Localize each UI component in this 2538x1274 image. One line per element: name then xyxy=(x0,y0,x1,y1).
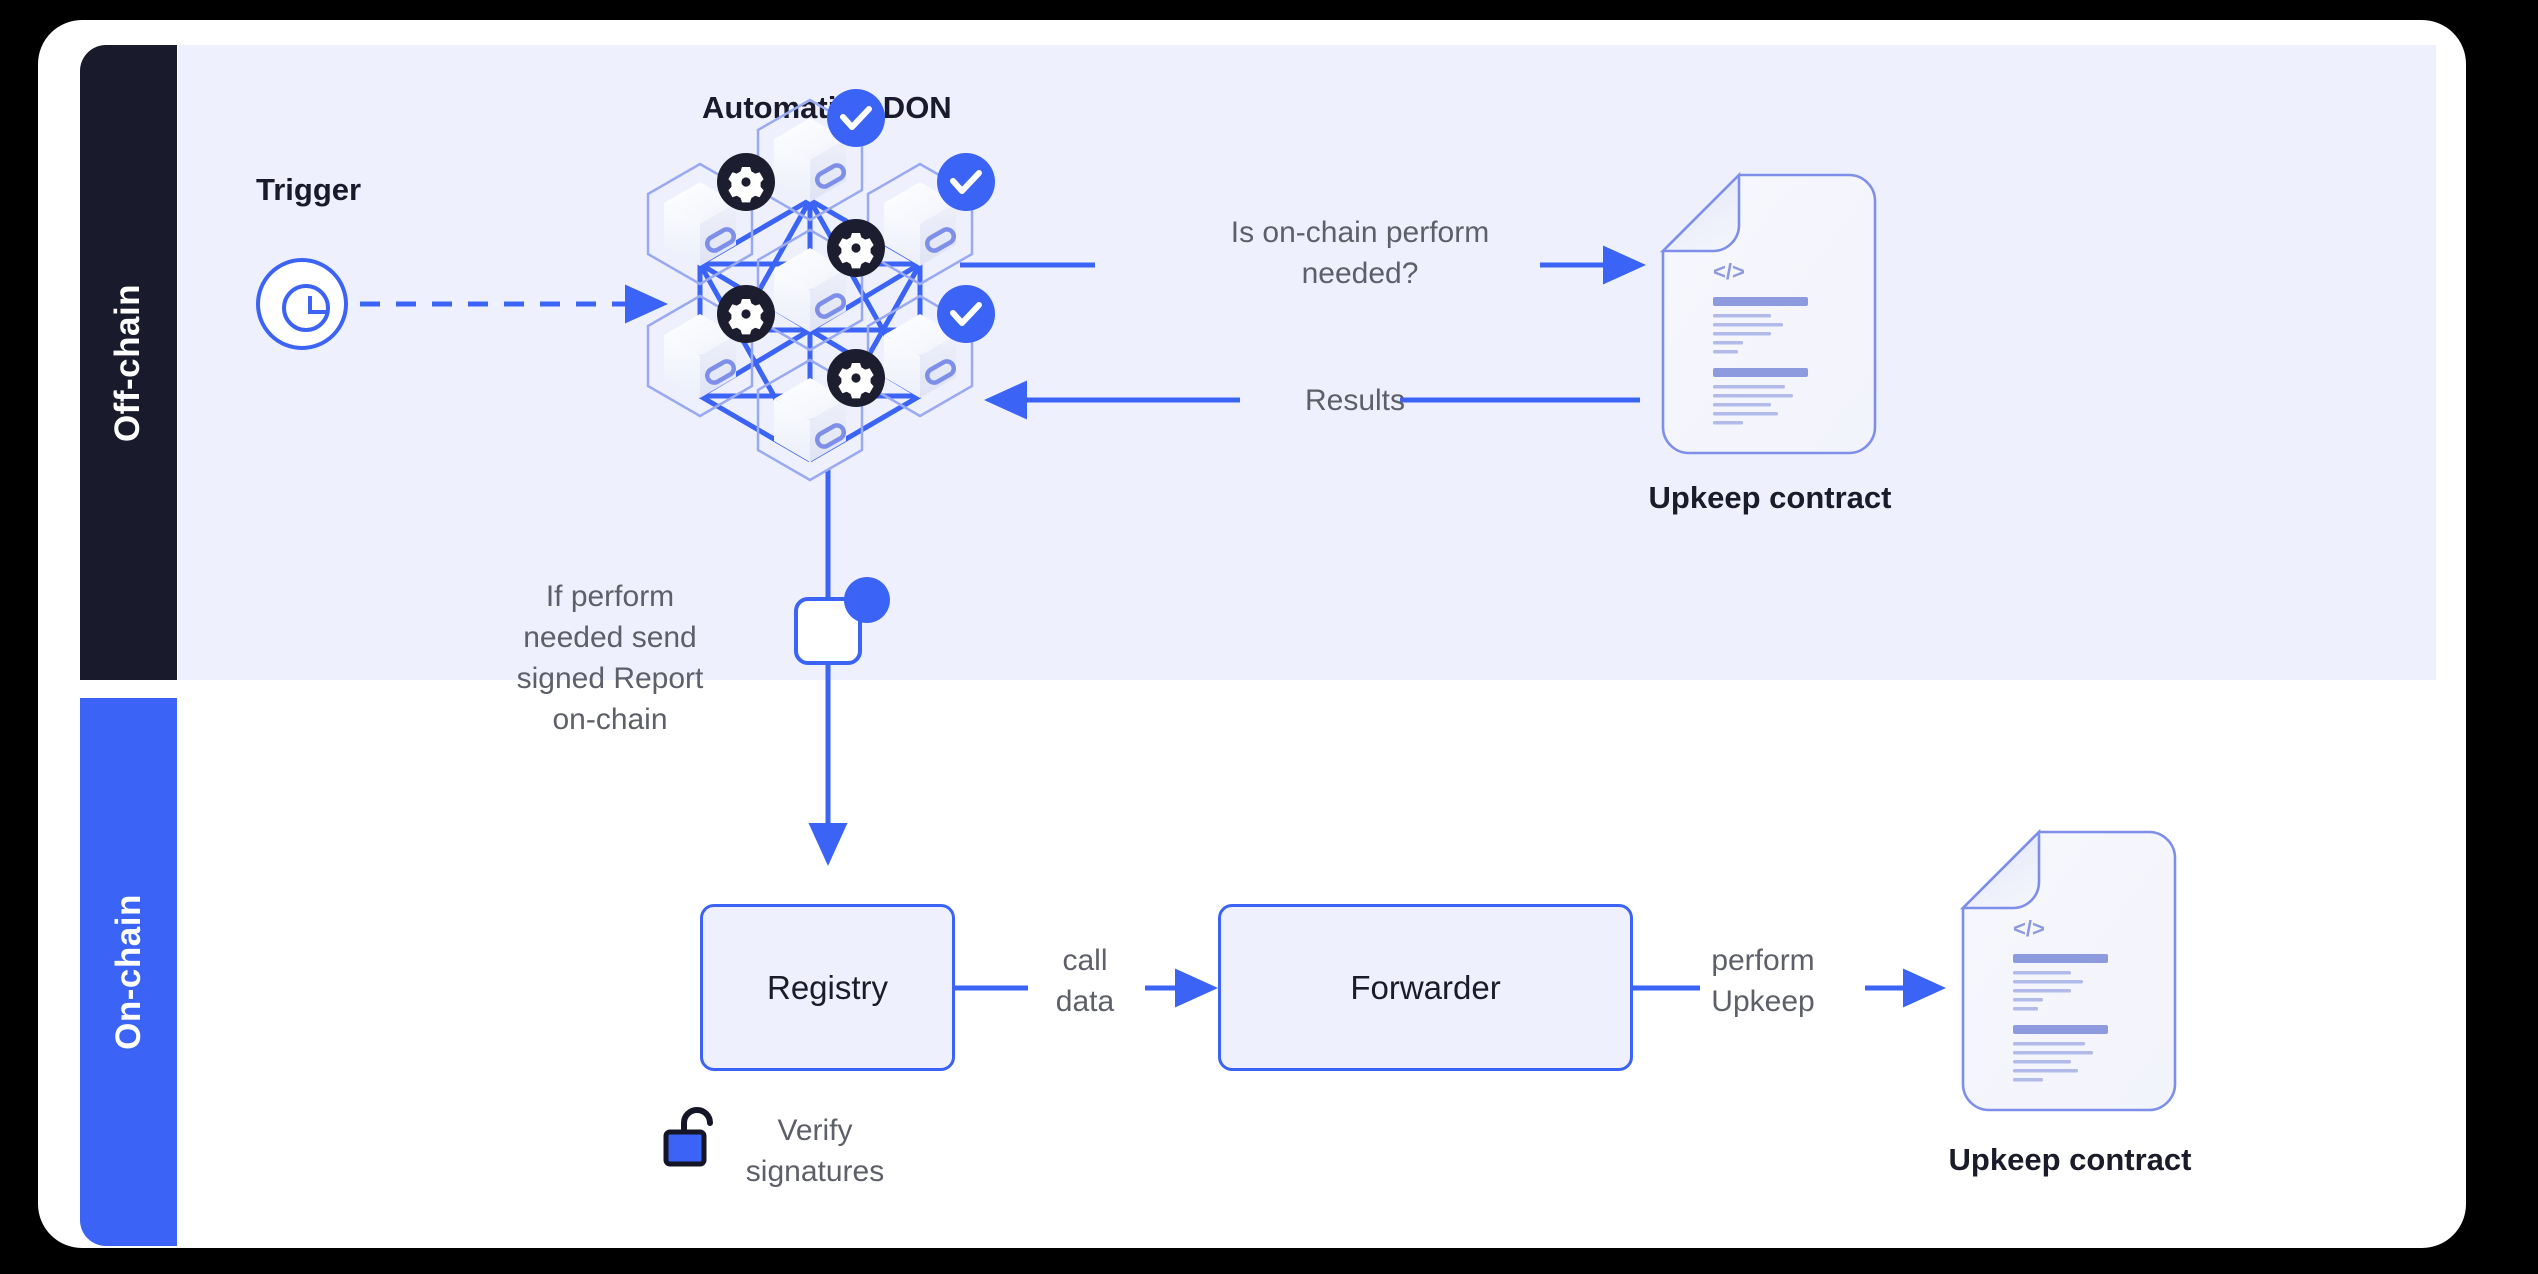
clock-hand-vertical xyxy=(308,296,312,314)
don-node-upper-left[interactable] xyxy=(646,153,775,286)
perform-upkeep-label: perform Upkeep xyxy=(1711,944,1815,1018)
registry-label: Registry xyxy=(766,968,889,1006)
check-badge-icon xyxy=(827,89,885,147)
question-label: Is on-chain perform needed? xyxy=(1230,216,1490,290)
don-title: Automation DON xyxy=(702,90,952,125)
code-glyph: </> xyxy=(2013,916,2045,941)
clock-hand-horizontal xyxy=(308,310,326,314)
signed-report-icon[interactable] xyxy=(794,577,890,665)
doc-text-lines xyxy=(2013,954,2108,1082)
don-node-lower-left[interactable] xyxy=(646,285,775,418)
lock-badge-icon xyxy=(844,577,890,623)
code-glyph: </> xyxy=(1713,259,1745,284)
don-node-lower-right[interactable] xyxy=(866,285,995,418)
upkeep-contract-caption-offchain: Upkeep contract xyxy=(1648,480,1892,515)
upkeep-contract-doc-onchain[interactable]: </> xyxy=(1959,828,2177,1112)
forwarder-label: Forwarder xyxy=(1350,968,1501,1006)
upkeep-contract-caption-onchain: Upkeep contract xyxy=(1948,1142,2192,1177)
trigger-title: Trigger xyxy=(256,172,362,207)
results-label: Results xyxy=(1304,384,1406,417)
offchain-region xyxy=(178,45,2436,680)
clock-face xyxy=(282,284,330,332)
verify-signatures-label: Verify signatures xyxy=(745,1114,885,1188)
don-node-bottom[interactable] xyxy=(756,349,885,482)
clock-icon xyxy=(256,258,348,350)
rail-offchain: Off-chain xyxy=(80,45,177,680)
check-badge-icon xyxy=(937,285,995,343)
upkeep-contract-doc-offchain[interactable]: </> xyxy=(1659,171,1877,455)
perform-note-label: If perform needed send signed Report on-… xyxy=(516,580,704,736)
rail-onchain: On-chain xyxy=(80,698,177,1246)
don-node-top[interactable] xyxy=(756,89,885,222)
registry-box[interactable]: Registry xyxy=(700,904,955,1071)
forwarder-box[interactable]: Forwarder xyxy=(1218,904,1633,1071)
unlock-icon xyxy=(663,1107,713,1167)
don-node-upper-right[interactable] xyxy=(866,153,995,286)
call-data-label: call data xyxy=(1055,944,1115,1018)
don-node-center[interactable] xyxy=(756,219,885,352)
check-badge-icon xyxy=(937,153,995,211)
doc-text-lines xyxy=(1713,297,1808,425)
